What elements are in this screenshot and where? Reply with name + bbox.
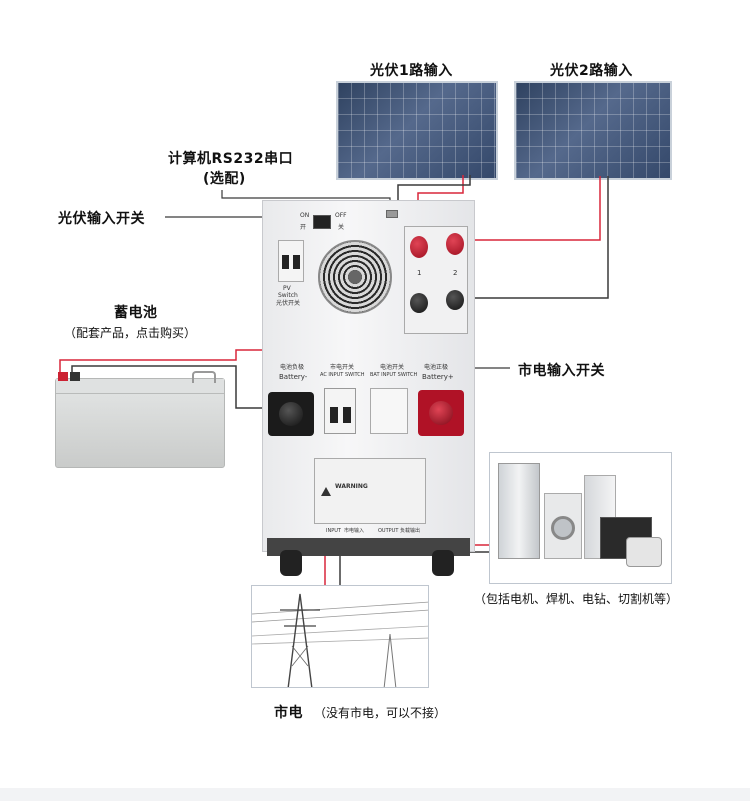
battery-pos-cn: 电池正极: [424, 364, 449, 371]
pv-terminal-1-label: 1: [417, 269, 422, 277]
bat-input-en: BAT INPUT SWITCH: [370, 372, 418, 378]
mains-label: 市电: [274, 705, 303, 721]
washer-door: [551, 516, 575, 540]
battery-body: [55, 371, 225, 468]
output-terminal-label: OUTPUT: [378, 528, 399, 534]
rs232-optional-label: (选配): [203, 171, 246, 187]
washing-machine-image: [544, 493, 582, 559]
switch-on-cn: 开: [300, 224, 307, 231]
battery-negative-cap: [279, 402, 303, 426]
fan-hub: [348, 270, 362, 284]
pv-input-switch-label: 光伏输入开关: [58, 211, 145, 227]
pv-switch-en2: Switch: [278, 292, 298, 299]
battery-terminal-pos: [58, 372, 68, 381]
solar-panel-2: [514, 81, 672, 180]
battery-note[interactable]: （配套产品，点击购买）: [64, 326, 197, 340]
ac-input-en: AC INPUT SWITCH: [320, 372, 365, 378]
pv-terminal-2-label: 2: [453, 269, 458, 277]
battery-handle: [192, 371, 216, 383]
rs232-port-label: 计算机RS232串口: [168, 151, 294, 167]
battery-positive-terminal[interactable]: [418, 390, 464, 436]
pv1-negative-terminal[interactable]: [410, 293, 428, 313]
mains-note: （没有市电，可以不接）: [314, 706, 447, 720]
switch-on-text: ON: [300, 212, 310, 219]
terminal-cover: WARNING: [314, 458, 426, 524]
pv-switch-en: PV: [283, 285, 291, 292]
pv2-negative-terminal[interactable]: [446, 290, 464, 310]
battery-black-wire: [71, 365, 272, 409]
battery-neg-cn: 电池负极: [280, 364, 305, 371]
input-terminal-label: INPUT: [326, 528, 341, 534]
wheel-right: [432, 550, 454, 576]
appliances-photo: [489, 452, 672, 584]
small-appliance-image: [626, 537, 662, 567]
battery-terminal-neg: [70, 372, 80, 381]
battery-neg-en: Battery-: [279, 373, 308, 381]
fridge-image: [498, 463, 540, 559]
battery-top-ridge: [56, 379, 224, 394]
pv-switch-cn: 光伏开关: [276, 300, 301, 307]
pv-breaker[interactable]: [278, 240, 304, 282]
rs232-port[interactable]: [386, 210, 398, 218]
pv2-positive-terminal[interactable]: [446, 233, 464, 255]
pv1-positive-terminal[interactable]: [410, 236, 428, 258]
battery-positive-cap: [429, 401, 453, 425]
pv-breaker-toggle-2[interactable]: [293, 255, 300, 269]
bat-input-switch[interactable]: [370, 388, 408, 434]
solar-panel-1: [336, 81, 498, 180]
warning-text: WARNING: [335, 483, 368, 490]
pv2-black-wire: [458, 176, 609, 299]
battery-pos-en: Battery+: [422, 373, 454, 381]
power-grid-photo: [251, 585, 429, 688]
switch-off-text: OFF: [335, 212, 347, 219]
cabinet-base: [267, 538, 470, 556]
bat-input-cn: 电池开关: [380, 364, 405, 371]
pv2-input-label: 光伏2路输入: [550, 63, 633, 79]
battery-title: 蓄电池: [114, 305, 158, 321]
ac-input-cn: 市电开关: [330, 364, 355, 371]
pv2-red-wire: [458, 176, 601, 241]
transmission-tower-drawing: [252, 593, 428, 687]
ac-input-breaker[interactable]: [324, 388, 356, 434]
pv-breaker-toggle-1[interactable]: [282, 255, 289, 269]
input-terminal-cn: 市电输入: [344, 528, 365, 534]
power-rocker-switch[interactable]: [313, 215, 331, 229]
wheel-left: [280, 550, 302, 576]
ac-breaker-toggle-1[interactable]: [330, 407, 338, 423]
pv1-input-label: 光伏1路输入: [370, 63, 453, 79]
output-terminal-cn: 负载输出: [400, 528, 421, 534]
battery-negative-terminal[interactable]: [268, 392, 314, 436]
cooling-fan: [318, 240, 392, 314]
ac-breaker-toggle-2[interactable]: [343, 407, 351, 423]
mains-input-switch-label: 市电输入开关: [518, 363, 605, 379]
switch-off-cn: 关: [338, 224, 345, 231]
warning-triangle-icon: [321, 487, 331, 496]
appliances-note: （包括电机、焊机、电钻、切割机等）: [474, 592, 679, 606]
bottom-strip: [0, 788, 750, 801]
